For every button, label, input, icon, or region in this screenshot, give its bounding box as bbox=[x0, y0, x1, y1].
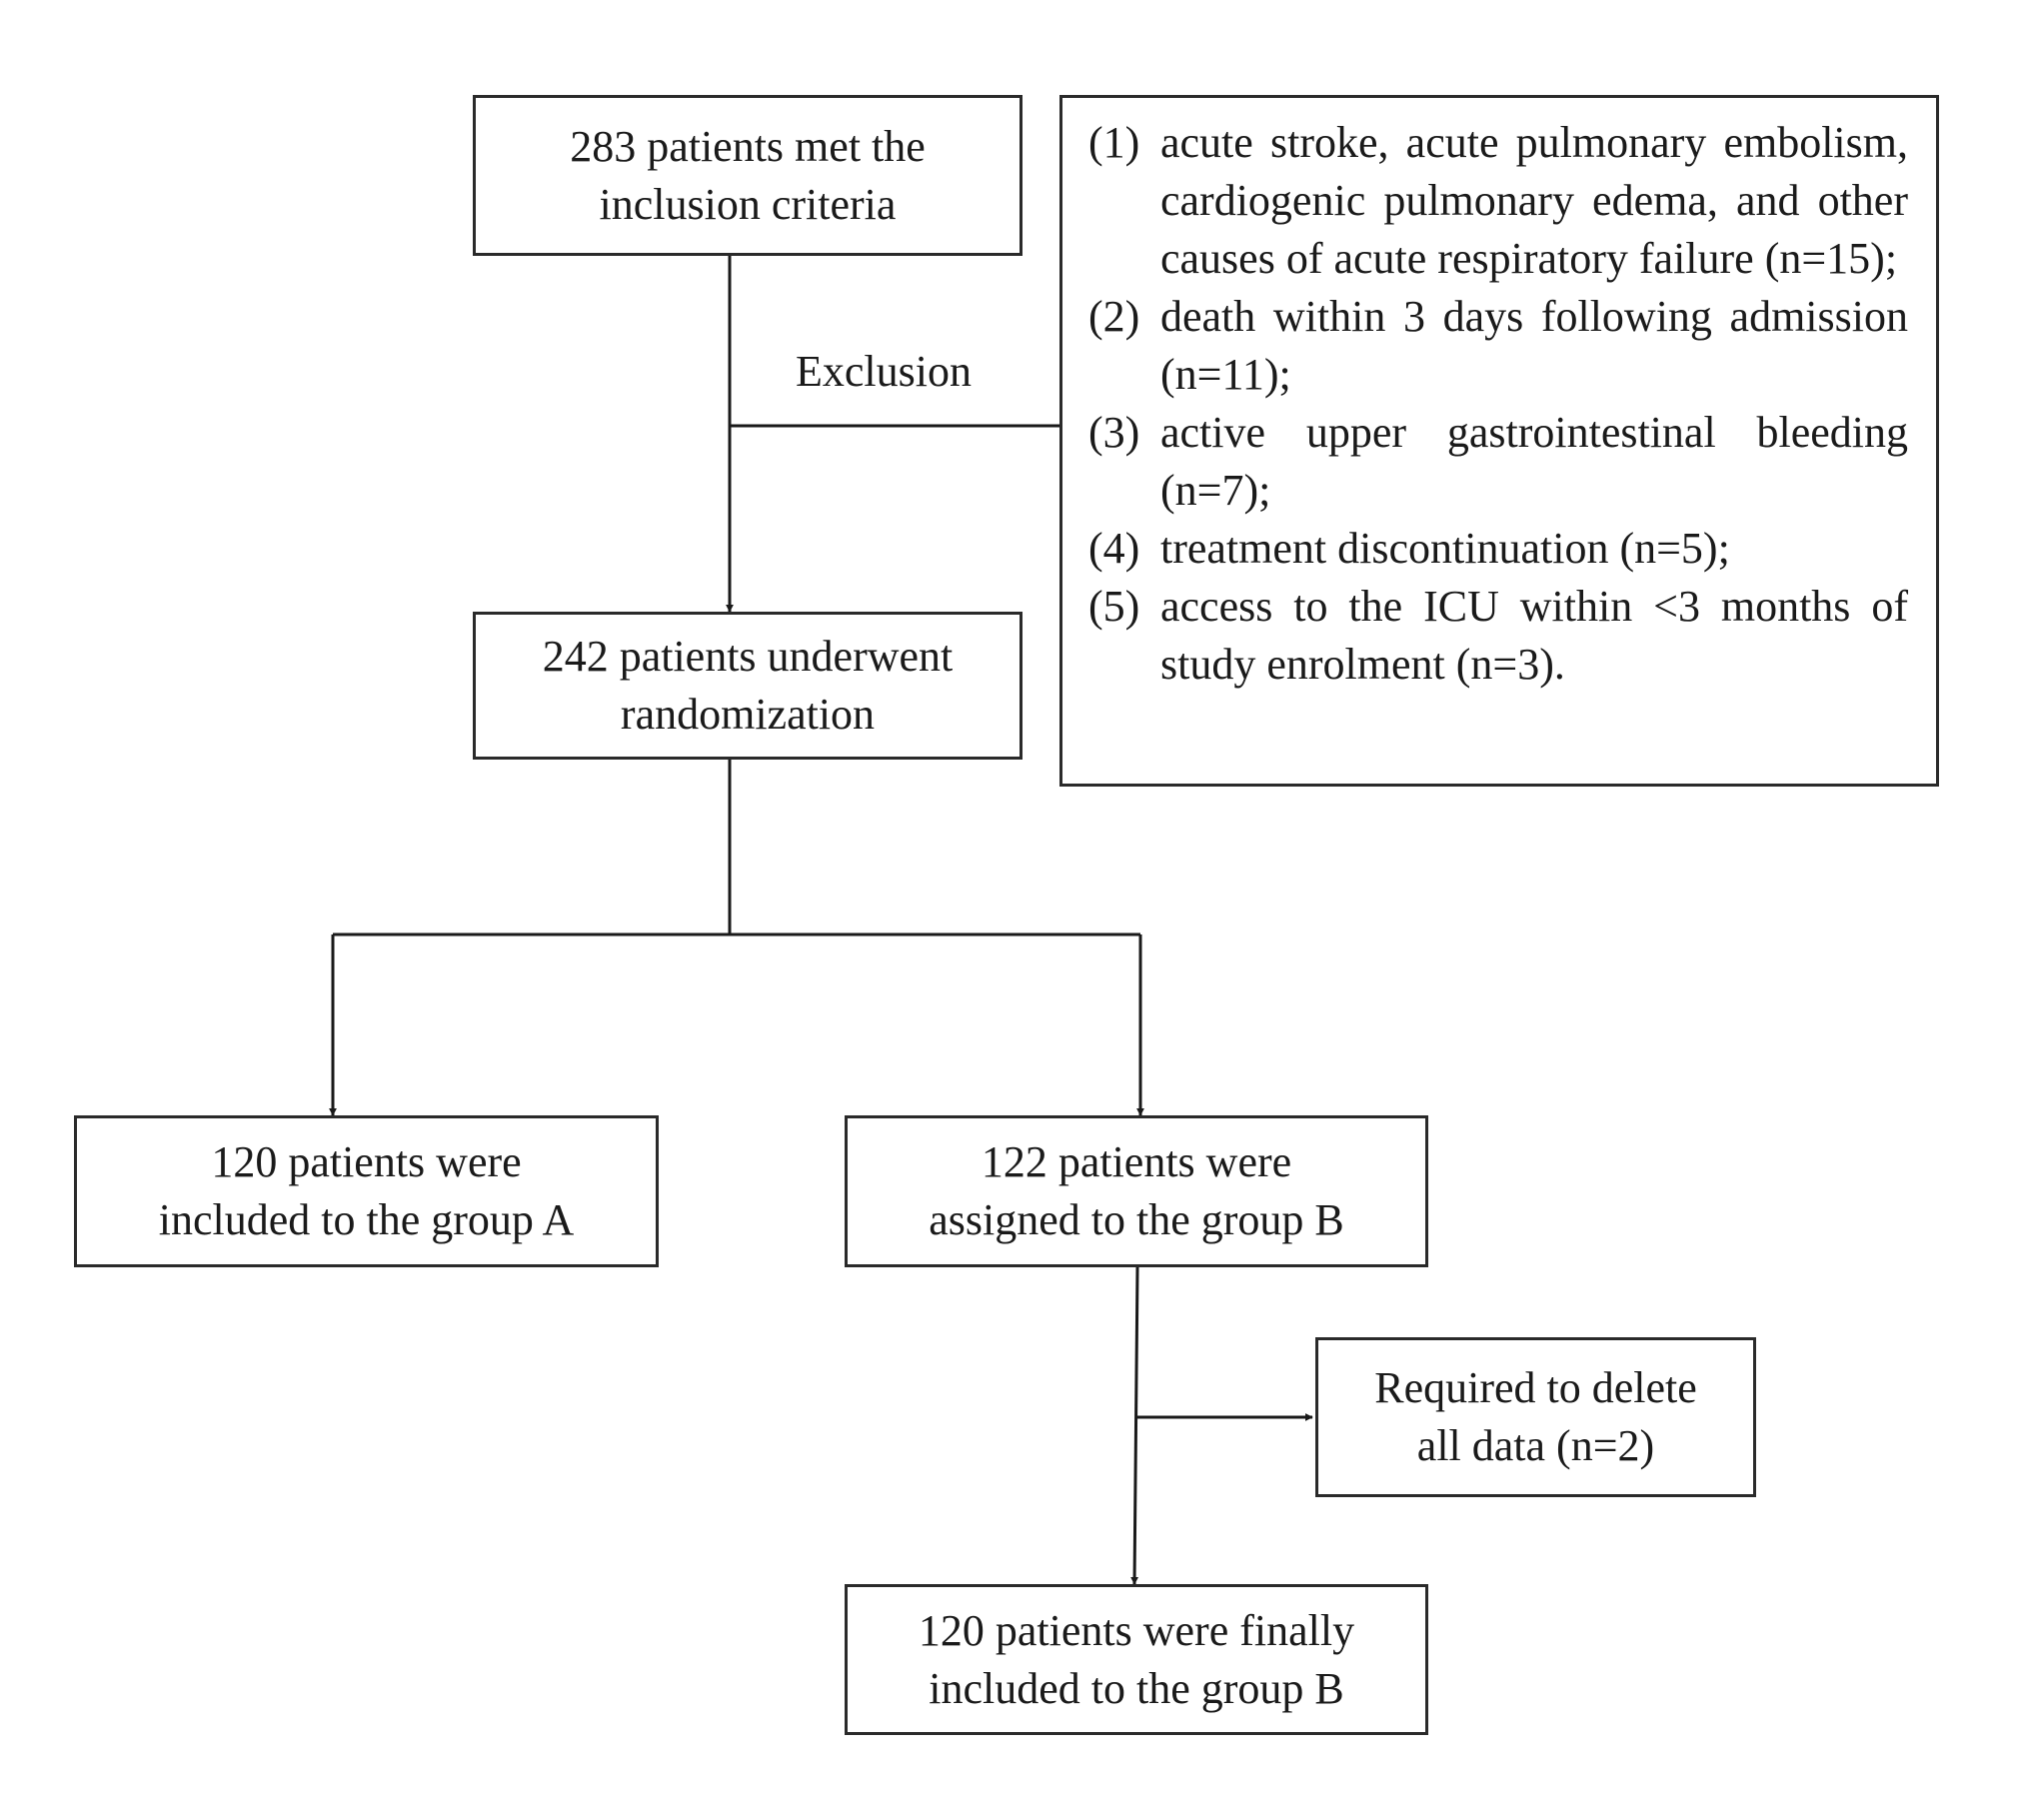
box-met-criteria-line-1: 283 patients met the bbox=[570, 121, 926, 171]
exclusion-item-number: (3) bbox=[1088, 408, 1140, 457]
exclusion-label: Exclusion bbox=[796, 347, 972, 396]
box-met-criteria-line-2: inclusion criteria bbox=[599, 179, 897, 229]
exclusion-item: (5) access to the ICU within <3 months o… bbox=[1088, 578, 1908, 694]
box-met-criteria: 283 patients met the inclusion criteria bbox=[473, 95, 1022, 256]
box-deleted-line-1: Required to delete bbox=[1374, 1363, 1697, 1412]
box-final-group-b-line-1: 120 patients were finally bbox=[918, 1605, 1355, 1655]
box-group-b-line-1: 122 patients were bbox=[981, 1137, 1292, 1186]
box-group-a-line-1: 120 patients were bbox=[211, 1137, 522, 1186]
exclusion-item: (4) treatment discontinuation (n=5); bbox=[1088, 520, 1908, 578]
box-final-group-b-line-2: included to the group B bbox=[929, 1663, 1344, 1713]
exclusion-item-text: active upper gastrointestinal bleeding (… bbox=[1160, 408, 1908, 515]
exclusion-item-number: (4) bbox=[1088, 524, 1140, 573]
exclusion-item: (1) acute stroke, acute pulmonary emboli… bbox=[1088, 114, 1908, 288]
exclusion-item-number: (2) bbox=[1088, 292, 1140, 341]
exclusion-item-text: death within 3 days following admission … bbox=[1160, 292, 1908, 399]
exclusion-item: (3) active upper gastrointestinal bleedi… bbox=[1088, 404, 1908, 520]
exclusion-item-text: access to the ICU within <3 months of st… bbox=[1160, 582, 1908, 689]
box-deleted: Required to delete all data (n=2) bbox=[1315, 1337, 1756, 1497]
exclusion-item-text: treatment discontinuation (n=5); bbox=[1160, 524, 1730, 573]
box-group-a-line-2: included to the group A bbox=[158, 1195, 575, 1244]
exclusion-criteria-box: (1) acute stroke, acute pulmonary emboli… bbox=[1059, 95, 1939, 787]
box-deleted-line-2: all data (n=2) bbox=[1416, 1421, 1655, 1470]
box-final-group-b: 120 patients were finally included to th… bbox=[845, 1584, 1428, 1735]
box-group-b-line-2: assigned to the group B bbox=[929, 1195, 1344, 1244]
box-randomization-line-1: 242 patients underwent bbox=[542, 632, 954, 681]
box-group-a: 120 patients were included to the group … bbox=[74, 1115, 659, 1267]
connector-group-b-down bbox=[1130, 1266, 1139, 1585]
box-randomization: 242 patients underwent randomization bbox=[473, 612, 1022, 760]
exclusion-item-number: (5) bbox=[1088, 582, 1140, 631]
box-randomization-line-2: randomization bbox=[620, 690, 876, 739]
box-group-b: 122 patients were assigned to the group … bbox=[845, 1115, 1428, 1267]
exclusion-item-text: acute stroke, acute pulmonary embolism, … bbox=[1160, 118, 1908, 283]
exclusion-item-number: (1) bbox=[1088, 118, 1140, 167]
exclusion-item: (2) death within 3 days following admiss… bbox=[1088, 288, 1908, 404]
